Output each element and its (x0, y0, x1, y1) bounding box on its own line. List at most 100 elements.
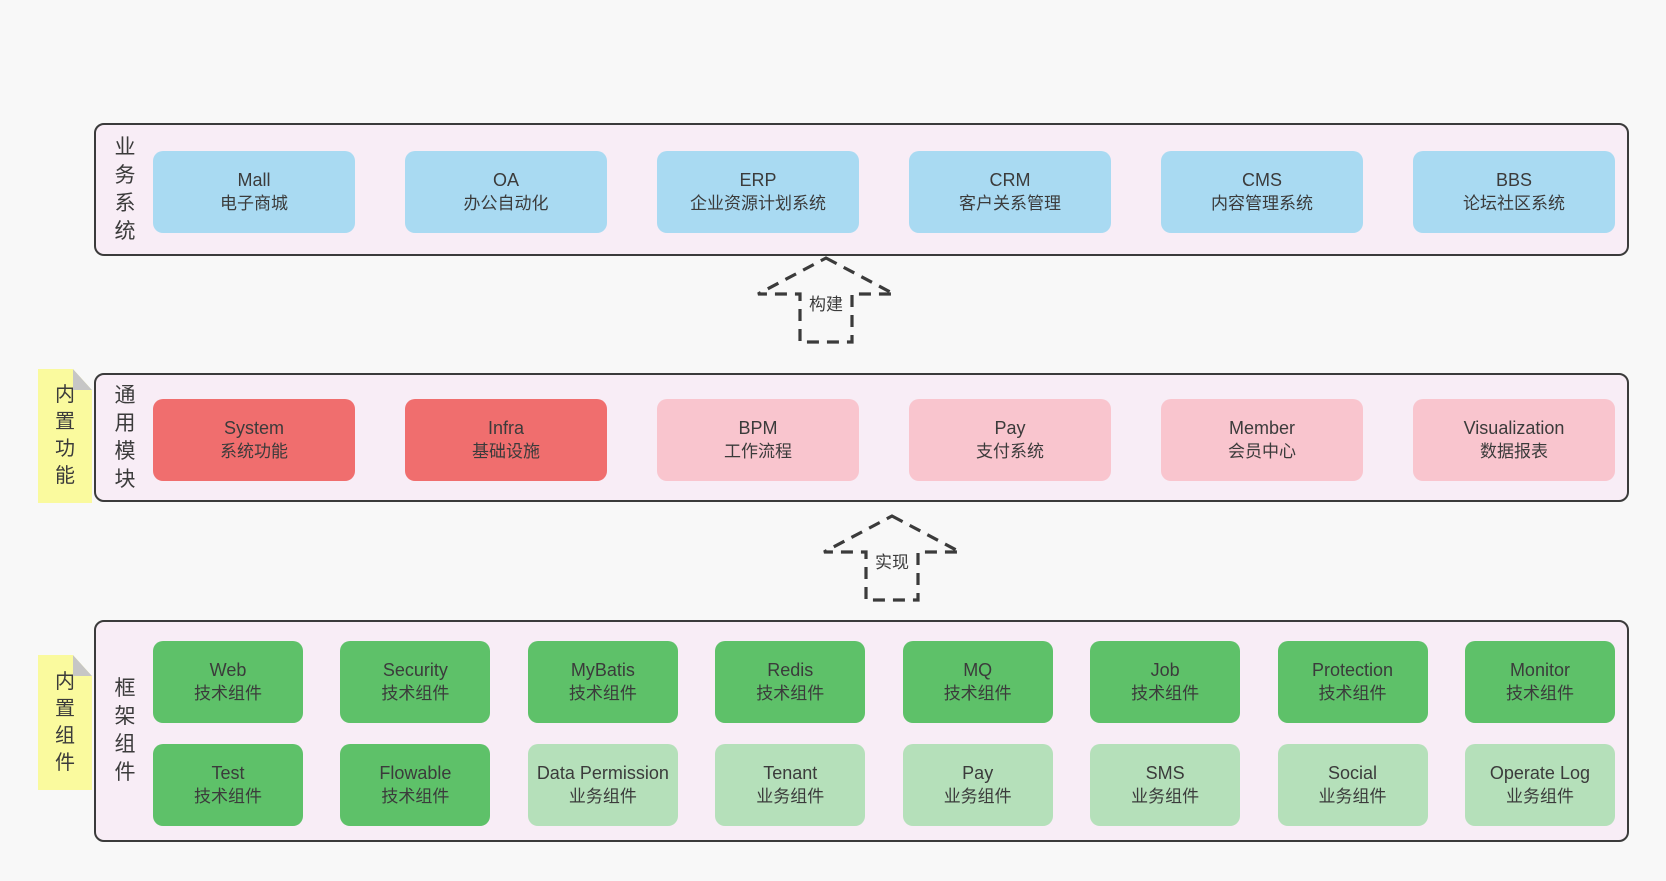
box-subtitle: 系统功能 (220, 441, 288, 461)
box-subtitle: 技术组件 (194, 786, 262, 806)
sticky-note-label: 内置组件 (55, 670, 75, 774)
box-subtitle: 技术组件 (1318, 683, 1387, 703)
box-subtitle: 支付系统 (976, 441, 1044, 461)
dashed-up-arrow-icon (757, 256, 895, 344)
box-member: Member 会员中心 (1161, 399, 1363, 481)
implement-arrow-label: 实现 (870, 547, 914, 574)
box-subtitle: 业务组件 (568, 786, 637, 806)
box-title: CRM (989, 169, 1031, 190)
box-subtitle: 会员中心 (1228, 441, 1296, 461)
box-title: OA (492, 169, 519, 190)
box-erp: ERP 企业资源计划系统 (657, 151, 859, 233)
box-title: BPM (738, 417, 778, 438)
box-title: Mall (237, 169, 271, 190)
box-title: Visualization (1463, 417, 1565, 438)
box-subtitle: 业务组件 (1131, 786, 1200, 806)
box-subtitle: 客户关系管理 (959, 193, 1061, 213)
box-title: ERP (739, 169, 777, 190)
box-bpm: BPM 工作流程 (657, 399, 859, 481)
box-title: SMS (1145, 762, 1185, 783)
box-subtitle: 技术组件 (1505, 683, 1574, 703)
box-subtitle: 技术组件 (943, 683, 1012, 703)
box-title: Monitor (1509, 659, 1570, 680)
box-title: System (223, 417, 284, 438)
box-subtitle: 技术组件 (568, 683, 637, 703)
box-title: CMS (1242, 169, 1282, 190)
box-title: Job (1150, 659, 1180, 680)
folded-corner-icon (73, 655, 92, 676)
box-subtitle: 技术组件 (381, 683, 450, 703)
box-job: Job 技术组件 (1090, 641, 1241, 723)
box-subtitle: 办公自动化 (463, 193, 549, 213)
business-boxes-row: Mall 电子商城 OA 办公自动化 ERP 企业资源计划系统 CRM 客户关系管理 CMS 内容… (153, 151, 1615, 233)
sticky-note-builtin-components: 内置组件 (38, 655, 92, 790)
box-redis: Redis 技术组件 (715, 641, 866, 723)
components-section-label: 框架组件 (114, 677, 136, 784)
dashed-up-arrow-icon (823, 514, 961, 602)
box-title: Test (211, 762, 245, 783)
box-crm: CRM 客户关系管理 (909, 151, 1111, 233)
box-title: Pay (962, 762, 994, 783)
box-mall: Mall 电子商城 (153, 151, 355, 233)
box-web: Web 技术组件 (153, 641, 303, 723)
box-system: System 系统功能 (153, 399, 355, 481)
box-mq: MQ 技术组件 (902, 641, 1053, 723)
box-title: BBS (1495, 169, 1533, 190)
box-title: Protection (1312, 659, 1394, 680)
box-title: Web (209, 659, 247, 680)
build-arrow-label: 构建 (804, 289, 848, 316)
box-security: Security 技术组件 (340, 641, 491, 723)
box-subtitle: 内容管理系统 (1211, 193, 1313, 213)
box-subtitle: 技术组件 (381, 786, 450, 806)
box-subtitle: 论坛社区系统 (1463, 193, 1565, 213)
box-subtitle: 业务组件 (1505, 786, 1574, 806)
box-title: Infra (487, 417, 525, 438)
build-arrow: 构建 (756, 256, 896, 344)
business-section-label: 业务系统 (114, 135, 136, 243)
box-monitor: Monitor 技术组件 (1464, 641, 1615, 723)
box-subtitle: 技术组件 (756, 683, 825, 703)
box-bbs: BBS 论坛社区系统 (1413, 151, 1615, 233)
box-subtitle: 企业资源计划系统 (690, 193, 826, 213)
box-social: Social 业务组件 (1277, 744, 1428, 826)
box-pay: Pay 支付系统 (909, 399, 1111, 481)
box-subtitle: 业务组件 (1318, 786, 1387, 806)
box-title: Operate Log (1489, 762, 1590, 783)
box-protection: Protection 技术组件 (1277, 641, 1428, 723)
box-title: Pay (994, 417, 1026, 438)
business-systems-section: 业务系统 Mall 电子商城 OA 办公自动化 ERP 企业资源计划系统 CRM 客户关系管理… (94, 123, 1629, 256)
box-subtitle: 基础设施 (472, 441, 540, 461)
box-infra: Infra 基础设施 (405, 399, 607, 481)
implement-arrow: 实现 (822, 514, 962, 602)
box-oa: OA 办公自动化 (405, 151, 607, 233)
box-title: MQ (963, 659, 993, 680)
box-subtitle: 技术组件 (1131, 683, 1200, 703)
box-title: Security (382, 659, 448, 680)
modules-boxes-row: System 系统功能 Infra 基础设施 BPM 工作流程 Pay 支付系统 Member 会… (153, 399, 1615, 481)
box-title: Redis (767, 659, 814, 680)
box-subtitle: 工作流程 (724, 441, 792, 461)
box-title: Flowable (379, 762, 452, 783)
sticky-note-builtin-features: 内置功能 (38, 369, 92, 503)
box-sms: SMS 业务组件 (1090, 744, 1241, 826)
folded-corner-icon (73, 369, 92, 390)
box-mybatis: MyBatis 技术组件 (527, 641, 678, 723)
box-subtitle: 技术组件 (194, 683, 262, 703)
box-subtitle: 电子商城 (220, 193, 288, 213)
box-operate-log: Operate Log 业务组件 (1464, 744, 1615, 826)
box-flowable: Flowable 技术组件 (340, 744, 491, 826)
box-title: MyBatis (570, 659, 635, 680)
box-title: Member (1228, 417, 1295, 438)
box-title: Tenant (763, 762, 818, 783)
box-title: Social (1328, 762, 1378, 783)
